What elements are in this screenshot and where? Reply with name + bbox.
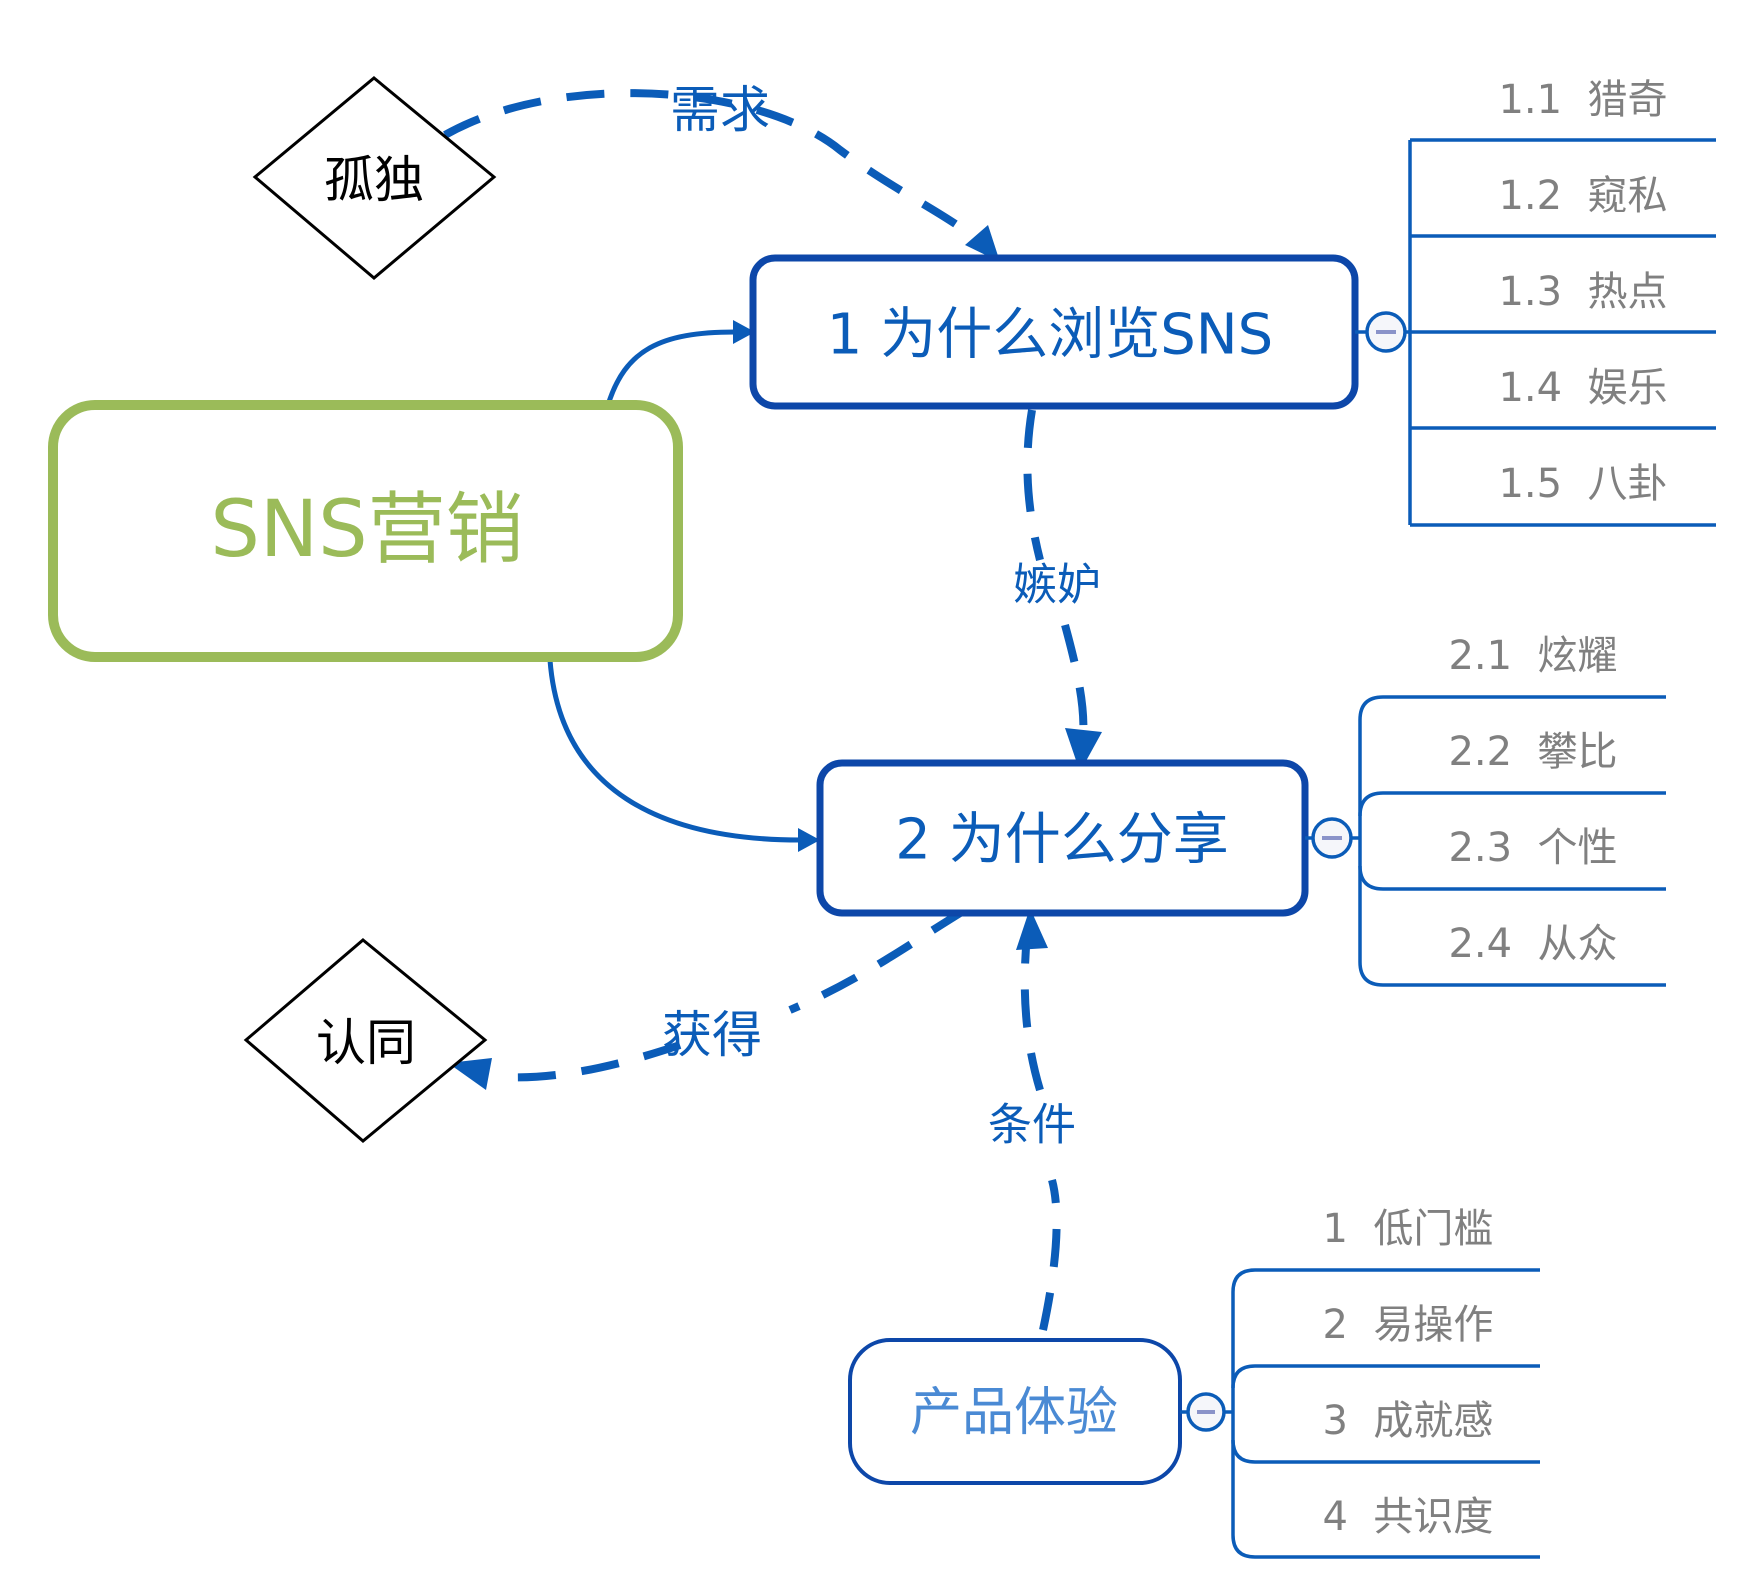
collapse-share-button[interactable] [1311, 817, 1353, 859]
diamond-recognition-label: 认同 [316, 1014, 416, 1072]
topic-experience[interactable]: 产品体验 [848, 1338, 1182, 1485]
branch-share [1305, 695, 1666, 987]
subtopic-browse-4[interactable]: 1.4 娱乐 [1498, 365, 1667, 411]
arrowhead-root-browse [733, 320, 755, 344]
relationship-condition-arrowhead [1016, 908, 1048, 950]
relationship-condition-label[interactable]: 条件 [988, 1100, 1076, 1151]
topic-experience-label: 产品体验 [910, 1383, 1118, 1443]
diamond-loneliness[interactable]: 孤独 [252, 76, 497, 280]
subtopic-experience-2[interactable]: 2 易操作 [1323, 1302, 1494, 1348]
relationship-condition-line [1020, 934, 1061, 1331]
root-node[interactable]: SNS营销 [48, 400, 683, 662]
diamond-loneliness-label: 孤独 [324, 151, 424, 209]
subtopic-browse-1[interactable]: 1.1 猎奇 [1498, 77, 1667, 123]
relationship-need-line [443, 89, 988, 251]
diamond-recognition[interactable]: 认同 [243, 938, 488, 1143]
relationship-gain-arrowhead [448, 1058, 492, 1090]
subtopic-experience-3[interactable]: 3 成就感 [1323, 1398, 1494, 1444]
relationship-jealousy-arrowhead [1065, 728, 1102, 772]
topic-browse[interactable]: 1 为什么浏览SNS [749, 254, 1359, 410]
relationship-jealousy-label[interactable]: 嫉妒 [1013, 560, 1101, 611]
diamond-recognition-shape [243, 938, 488, 1143]
root-node-label: SNS营销 [210, 485, 523, 575]
branch-browse [1355, 138, 1716, 527]
relationship-need-arrowhead [965, 225, 1000, 262]
subtopic-share-3[interactable]: 2.3 个性 [1448, 825, 1617, 871]
topic-browse-label: 1 为什么浏览SNS [827, 303, 1273, 368]
diamond-loneliness-shape [252, 76, 497, 280]
connector-root-share [547, 659, 801, 843]
topic-share[interactable]: 2 为什么分享 [816, 759, 1309, 917]
relationship-gain-label[interactable]: 获得 [662, 1006, 762, 1064]
subtopic-experience-4[interactable]: 4 共识度 [1323, 1494, 1494, 1540]
subtopic-browse-2[interactable]: 1.2 窥私 [1498, 173, 1667, 219]
arrowhead-root-share [798, 828, 820, 852]
connector-root-browse [605, 329, 736, 406]
topic-share-label: 2 为什么分享 [895, 808, 1228, 873]
relationship-jealousy-line [1023, 409, 1088, 741]
relationship-gain-line [499, 906, 968, 1082]
collapse-experience-button[interactable] [1186, 1392, 1226, 1432]
branch-experience [1180, 1268, 1540, 1559]
relationship-need-label[interactable]: 需求 [670, 81, 770, 139]
subtopic-browse-3[interactable]: 1.3 热点 [1498, 269, 1667, 315]
root-node-box [48, 400, 683, 662]
subtopic-browse-5[interactable]: 1.5 八卦 [1498, 461, 1667, 507]
subtopic-share-2[interactable]: 2.2 攀比 [1448, 729, 1617, 775]
subtopic-share-4[interactable]: 2.4 从众 [1448, 921, 1617, 967]
subtopic-share-1[interactable]: 2.1 炫耀 [1448, 633, 1617, 679]
subtopic-experience-1[interactable]: 1 低门槛 [1323, 1206, 1494, 1252]
collapse-browse-button[interactable] [1365, 311, 1407, 353]
